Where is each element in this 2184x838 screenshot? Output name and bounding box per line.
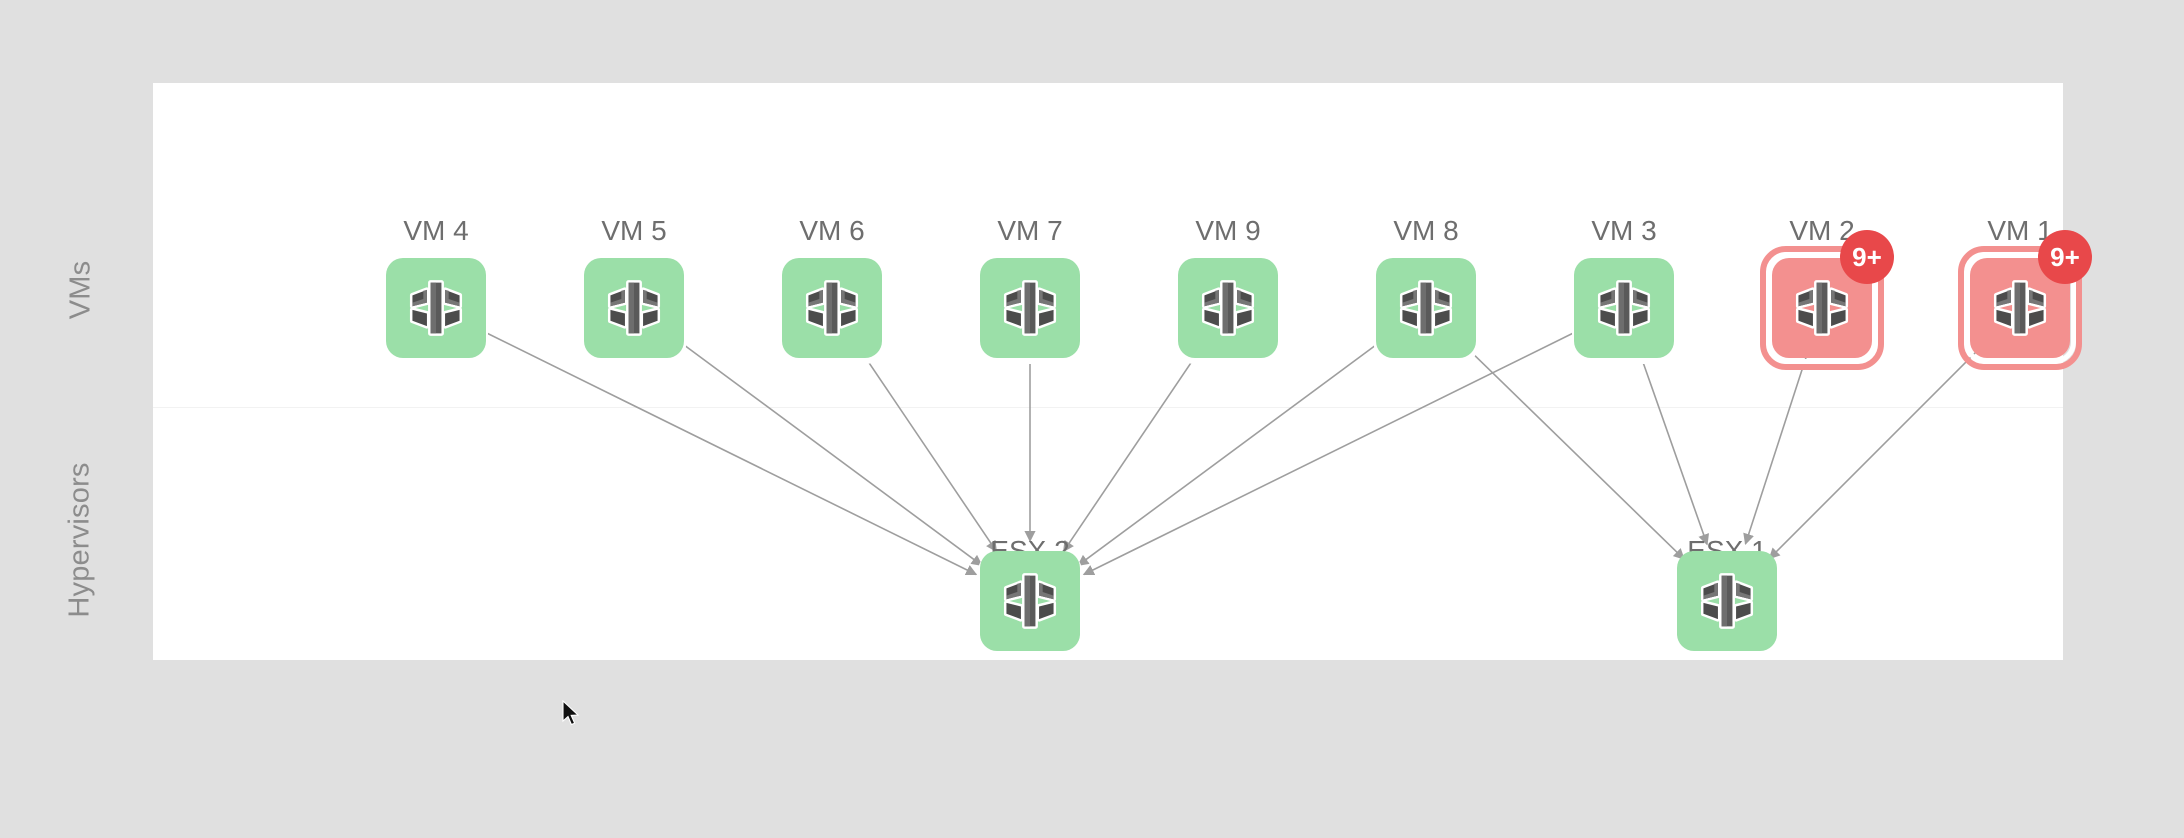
node-label-vm3: VM 3 xyxy=(1591,215,1657,246)
server-instance-icon xyxy=(1700,573,1754,629)
selection-ring-vm2 xyxy=(1760,246,1884,370)
edge-vm8-to-esx1 xyxy=(1462,343,1685,560)
edge-vm3-to-esx2 xyxy=(1082,330,1578,576)
selection-ring-gap-vm2 xyxy=(1766,252,1878,364)
server-instance-icon xyxy=(1003,280,1057,336)
server-instance-icon xyxy=(1597,280,1651,336)
node-label-vm5: VM 5 xyxy=(601,215,667,246)
server-instance-icon xyxy=(1993,280,2047,336)
edge-vm8-to-esx2 xyxy=(1077,338,1385,566)
node-label-vm9: VM 9 xyxy=(1195,215,1261,246)
alert-badge-vm1[interactable]: 9+ xyxy=(2038,230,2092,284)
edge-vm3-to-esx1 xyxy=(1640,356,1710,546)
edge-layer xyxy=(482,330,1984,576)
edge-vm5-to-esx2 xyxy=(675,338,983,566)
node-label-vm8: VM 8 xyxy=(1393,215,1459,246)
node-tile-esx2[interactable] xyxy=(980,551,1080,651)
server-instance-icon xyxy=(1795,280,1849,336)
node-label-vm7: VM 7 xyxy=(997,215,1063,246)
edge-vm9-to-esx2 xyxy=(1062,350,1200,553)
node-tile-vm7[interactable] xyxy=(980,258,1080,358)
edge-vm4-to-esx2 xyxy=(482,330,978,576)
lane-label-hypervisors: Hypervisors xyxy=(0,420,160,660)
node-tile-vm4[interactable] xyxy=(386,258,486,358)
node-tile-vm6[interactable] xyxy=(782,258,882,358)
node-label-vm6: VM 6 xyxy=(799,215,865,246)
mouse-pointer-icon xyxy=(562,700,580,726)
node-tile-vm9[interactable] xyxy=(1178,258,1278,358)
server-instance-icon xyxy=(1201,280,1255,336)
node-tile-vm3[interactable] xyxy=(1574,258,1674,358)
selection-ring-gap-vm1 xyxy=(1964,252,2076,364)
server-instance-icon xyxy=(1003,573,1057,629)
server-instance-icon xyxy=(1399,280,1453,336)
lane-divider xyxy=(153,407,2063,408)
server-instance-icon xyxy=(409,280,463,336)
edge-vm1-to-esx1 xyxy=(1768,344,1984,560)
node-tile-vm8[interactable] xyxy=(1376,258,1476,358)
node-tile-esx1[interactable] xyxy=(1677,551,1777,651)
alert-badge-vm2[interactable]: 9+ xyxy=(1840,230,1894,284)
server-instance-icon xyxy=(607,280,661,336)
lane-label-vms: VMs xyxy=(0,180,160,400)
selection-ring-vm1 xyxy=(1958,246,2082,370)
edge-vm6-to-esx2 xyxy=(860,350,998,553)
node-label-vm4: VM 4 xyxy=(403,215,469,246)
server-instance-icon xyxy=(805,280,859,336)
edge-vm2-to-esx1 xyxy=(1743,357,1807,545)
node-tile-vm5[interactable] xyxy=(584,258,684,358)
